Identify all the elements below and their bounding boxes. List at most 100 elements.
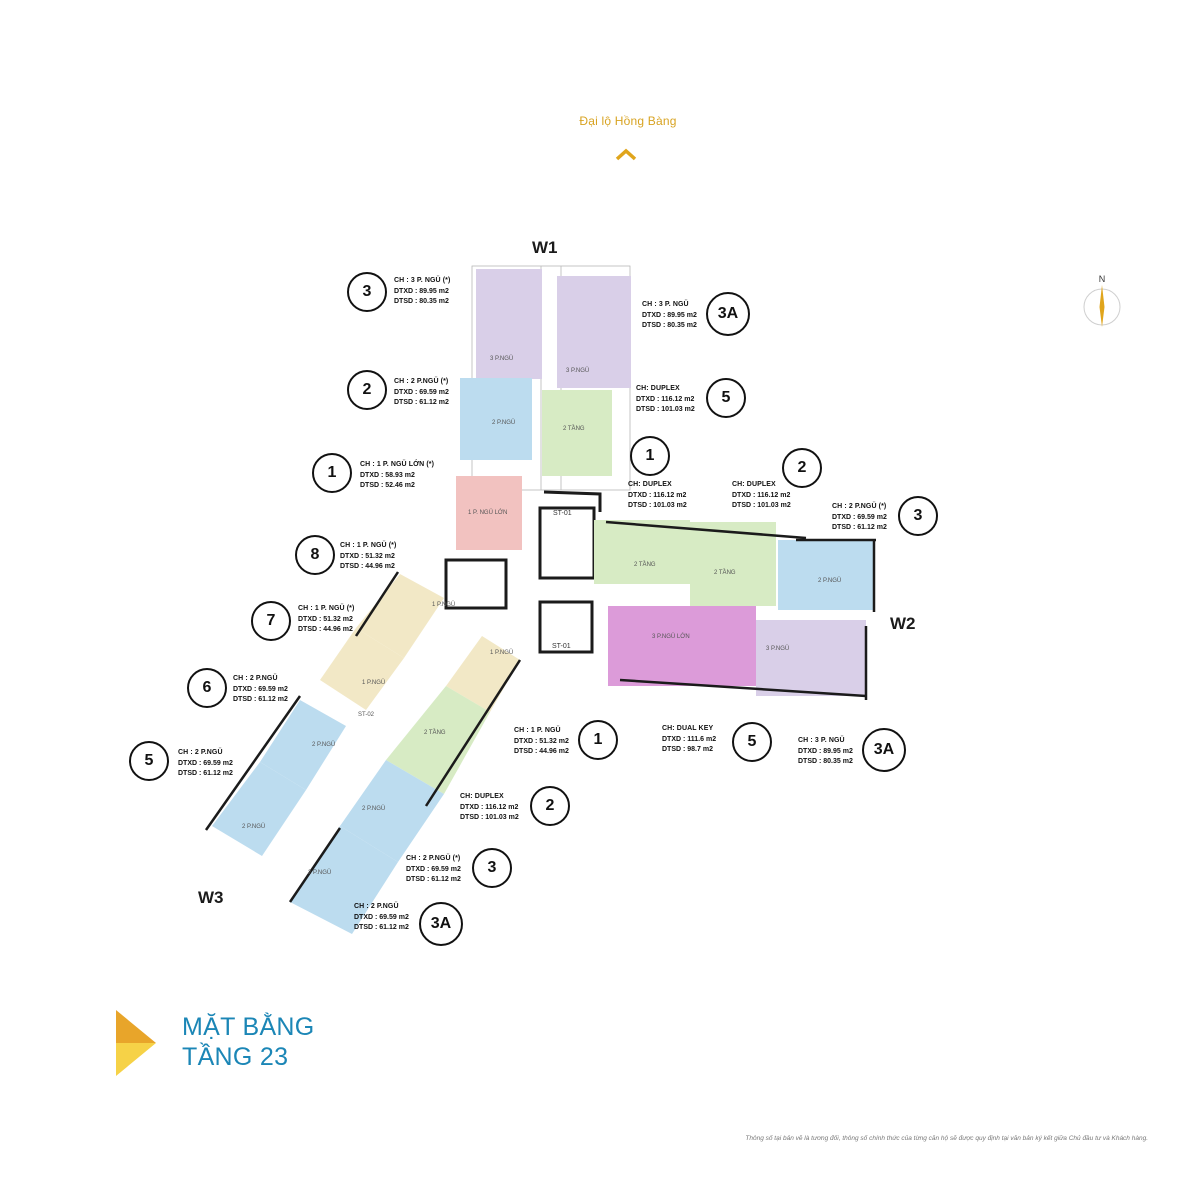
unit-dtxd: DTXD : 69.59 m2 xyxy=(354,913,409,921)
unit-w1-3 xyxy=(476,269,542,379)
unit-info-w1-2: CH : 2 P.NGÜ (*) DTXD : 69.59 m2 DTSD : … xyxy=(394,377,449,409)
unit-number-badge: 7 xyxy=(251,601,291,641)
unit-info-w1-5: CH: DUPLEX DTXD : 116.12 m2 DTSD : 101.0… xyxy=(636,384,695,416)
room-label-w3-7: 1 P.NGÜ xyxy=(362,679,385,686)
street-label: Đại lộ Hồng Bàng xyxy=(579,114,677,128)
unit-w3-3a xyxy=(290,826,398,934)
unit-w2-3a xyxy=(756,620,866,696)
unit-info-w3-7: CH : 1 P. NGÜ (*) DTXD : 51.32 m2 DTSD :… xyxy=(298,604,354,636)
unit-info-w1-3: CH : 3 P. NGÜ (*) DTXD : 89.95 m2 DTSD :… xyxy=(394,276,450,308)
room-label-w2-2: 2 TẦNG xyxy=(714,569,736,576)
unit-info-w3-2: CH: DUPLEX DTXD : 116.12 m2 DTSD : 101.0… xyxy=(460,792,519,824)
unit-dtxd: DTXD : 69.59 m2 xyxy=(178,759,233,767)
unit-info-w3-3a: CH : 2 P.NGÜ DTXD : 69.59 m2 DTSD : 61.1… xyxy=(354,902,409,934)
unit-w3-2 xyxy=(386,686,490,794)
page-title-line1: MẶT BẰNG xyxy=(182,1013,315,1041)
unit-w2-2 xyxy=(690,522,776,606)
room-label-w1-2: 2 P.NGÜ xyxy=(492,419,515,426)
unit-dtxd: DTXD : 69.59 m2 xyxy=(394,388,449,396)
room-label-w3-1: 1 P.NGÜ xyxy=(490,649,513,656)
unit-dtsd: DTSD : 44.96 m2 xyxy=(298,626,353,633)
unit-number-badge: 2 xyxy=(530,786,570,826)
unit-dtxd: DTXD : 111.6 m2 xyxy=(662,735,717,743)
unit-type: CH : 3 P. NGÜ xyxy=(642,301,689,308)
unit-type: CH : 1 P. NGÜ xyxy=(514,727,561,734)
room-label-w1-3a: 3 P.NGÜ xyxy=(566,367,589,374)
unit-dtsd: DTSD : 61.12 m2 xyxy=(233,696,288,703)
unit-number-badge: 3 xyxy=(472,848,512,888)
unit-number-badge: 1 xyxy=(578,720,618,760)
room-label-w3-8: 1 P.NGÜ xyxy=(432,601,455,608)
floor-plan: ST-01 ST-01 3 P.NGÜ 3 P.NGÜ 2 P.NGÜ 2 TẦ… xyxy=(204,265,876,934)
unit-dtxd: DTXD : 116.12 m2 xyxy=(732,491,791,499)
unit-w3-6 xyxy=(260,700,346,790)
unit-type: CH : 2 P.NGÜ (*) xyxy=(832,503,887,510)
unit-number-badge: 1 xyxy=(312,453,352,493)
compass-north-label: N xyxy=(1099,274,1106,284)
unit-number-badge: 2 xyxy=(347,370,387,410)
room-label-w2-1: 2 TẦNG xyxy=(634,561,656,568)
unit-number-badge: 3A xyxy=(706,292,750,336)
room-label-w2-3: 2 P.NGÜ xyxy=(818,577,841,584)
unit-info-w2-3: CH : 2 P.NGÜ (*) DTXD : 69.59 m2 DTSD : … xyxy=(832,502,887,534)
room-label-w3-3a: 2 P.NGÜ xyxy=(308,869,331,876)
unit-number-badge: 3 xyxy=(347,272,387,312)
unit-dtxd: DTXD : 51.32 m2 xyxy=(298,615,353,623)
unit-w2-1 xyxy=(594,520,690,584)
unit-dtsd: DTSD : 101.03 m2 xyxy=(732,502,791,509)
unit-dtsd: DTSD : 101.03 m2 xyxy=(628,502,687,509)
unit-type: CH: DUAL KEY xyxy=(662,725,714,732)
unit-number-badge: 5 xyxy=(129,741,169,781)
unit-number-badge: 3 xyxy=(898,496,938,536)
unit-w3-5 xyxy=(212,762,306,856)
unit-dtsd: DTSD : 61.12 m2 xyxy=(178,770,233,777)
unit-type: CH : 3 P. NGÜ (*) xyxy=(394,277,451,284)
room-label-w1-3: 3 P.NGÜ xyxy=(490,355,513,362)
chevron-up-icon xyxy=(615,148,637,161)
unit-w1-1 xyxy=(456,476,522,550)
unit-number-badge: 5 xyxy=(706,378,746,418)
unit-type: CH : 1 P. NGÜ LỚN (*) xyxy=(360,461,435,468)
unit-info-w3-8: CH : 1 P. NGÜ (*) DTXD : 51.32 m2 DTSD :… xyxy=(340,541,396,573)
unit-info-w3-1: CH : 1 P. NGÜ DTXD : 51.32 m2 DTSD : 44.… xyxy=(514,726,569,758)
unit-dtsd: DTSD : 80.35 m2 xyxy=(394,298,449,305)
room-label-w3-6: 2 P.NGÜ xyxy=(312,741,335,748)
compass: N xyxy=(1081,271,1123,327)
unit-dtsd: DTSD : 61.12 m2 xyxy=(354,924,409,931)
unit-info-w2-2: CH: DUPLEX DTXD : 116.12 m2 DTSD : 101.0… xyxy=(732,480,791,512)
page-title: MẶT BẰNG TẦNG 23 xyxy=(182,1012,315,1072)
unit-info-w2-3a: CH : 3 P. NGÜ DTXD : 89.95 m2 DTSD : 80.… xyxy=(798,736,853,768)
unit-w1-5 xyxy=(542,390,612,476)
unit-w2-5 xyxy=(608,606,756,686)
unit-type: CH : 3 P. NGÜ xyxy=(798,737,845,744)
unit-dtxd: DTXD : 116.12 m2 xyxy=(628,491,687,499)
unit-type: CH : 2 P.NGÜ xyxy=(354,903,399,910)
unit-w3-8 xyxy=(356,574,444,658)
unit-type: CH : 1 P. NGÜ (*) xyxy=(298,605,355,612)
stair-st01-top: ST-01 xyxy=(553,510,572,517)
unit-info-w3-6: CH : 2 P.NGÜ DTXD : 69.59 m2 DTSD : 61.1… xyxy=(233,674,288,706)
unit-dtsd: DTSD : 61.12 m2 xyxy=(832,524,887,531)
unit-info-w3-3: CH : 2 P.NGÜ (*) DTXD : 69.59 m2 DTSD : … xyxy=(406,854,461,886)
core-wall xyxy=(543,490,602,512)
unit-dtxd: DTXD : 58.93 m2 xyxy=(360,471,415,479)
unit-dtsd: DTSD : 80.35 m2 xyxy=(642,322,697,329)
unit-type: CH: DUPLEX xyxy=(636,385,680,392)
unit-w1-3a xyxy=(557,276,631,388)
unit-dtsd: DTSD : 52.46 m2 xyxy=(360,482,415,489)
unit-number-badge: 2 xyxy=(782,448,822,488)
unit-dtxd: DTXD : 116.12 m2 xyxy=(636,395,695,403)
unit-dtsd: DTSD : 61.12 m2 xyxy=(406,876,461,883)
unit-dtsd: DTSD : 44.96 m2 xyxy=(340,563,395,570)
unit-dtxd: DTXD : 89.95 m2 xyxy=(394,287,449,295)
unit-info-w1-3a: CH : 3 P. NGÜ DTXD : 89.95 m2 DTSD : 80.… xyxy=(642,300,697,332)
unit-dtxd: DTXD : 69.59 m2 xyxy=(406,865,461,873)
room-label-w1-1: 1 P. NGÜ LỚN xyxy=(468,509,507,516)
compass-icon: N xyxy=(1083,274,1121,327)
unit-w1-2 xyxy=(460,378,532,460)
unit-dtsd: DTSD : 61.12 m2 xyxy=(394,399,449,406)
unit-info-w1-1: CH : 1 P. NGÜ LỚN (*) DTXD : 58.93 m2 DT… xyxy=(360,460,434,492)
wing-label-w2: W2 xyxy=(890,614,916,633)
unit-dtxd: DTXD : 116.12 m2 xyxy=(460,803,519,811)
unit-number-badge: 8 xyxy=(295,535,335,575)
